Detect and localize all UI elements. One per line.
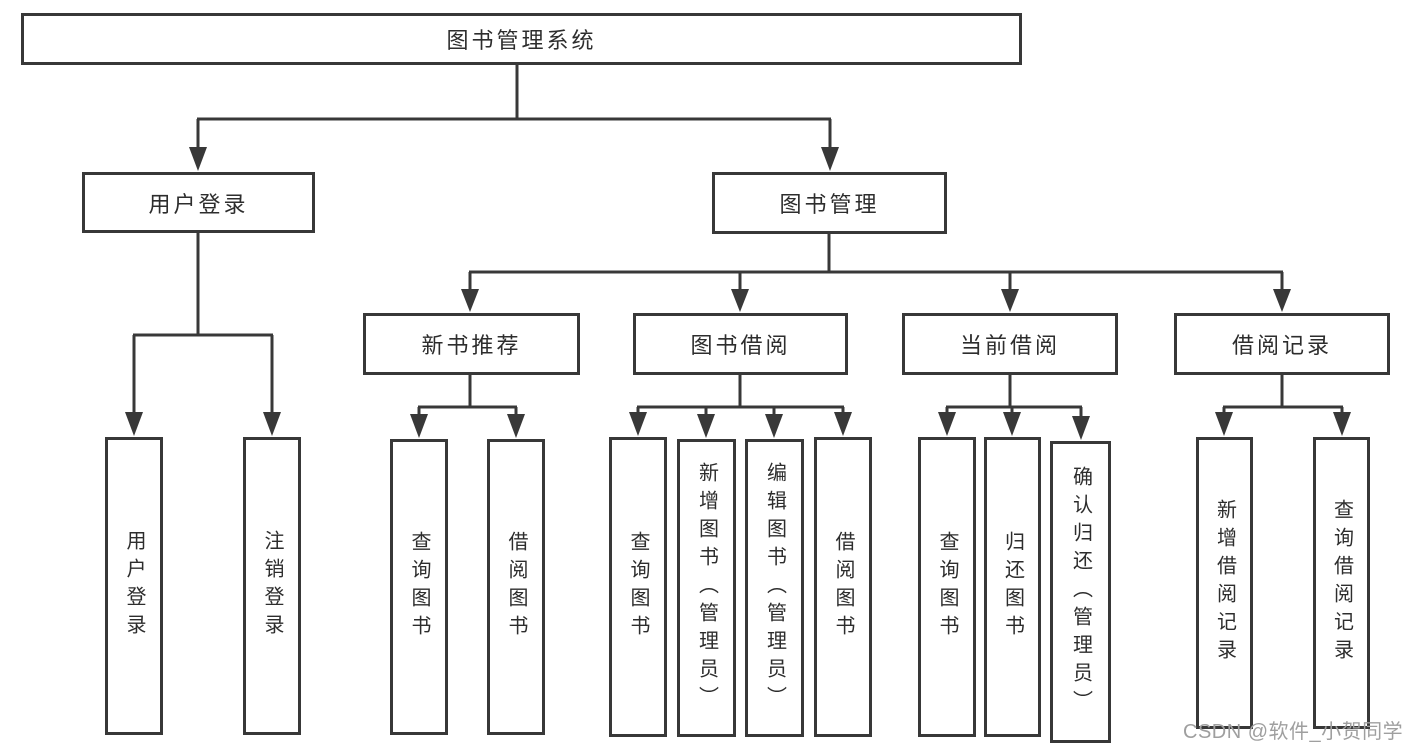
node-new-book-recommend: 新书推荐 xyxy=(363,313,580,375)
csdn-watermark: CSDN @软件_小贺同学 xyxy=(1183,721,1404,743)
leaf-edit-book-admin: 编辑图书（管理员） xyxy=(745,439,804,737)
node-user-login: 用户登录 xyxy=(82,172,315,233)
node-library-management-system: 图书管理系统 xyxy=(21,13,1022,65)
leaf-query-books-current: 查询图书 xyxy=(918,437,976,737)
leaf-return-book: 归还图书 xyxy=(984,437,1041,737)
leaf-borrow-books-borrow: 借阅图书 xyxy=(814,437,872,737)
leaf-confirm-return-admin: 确认归还（管理员） xyxy=(1050,441,1111,743)
leaf-user-login: 用户登录 xyxy=(105,437,163,735)
leaf-query-books-recommend: 查询图书 xyxy=(390,439,448,735)
leaf-add-borrow-record: 新增借阅记录 xyxy=(1196,437,1253,729)
node-borrow-records: 借阅记录 xyxy=(1174,313,1390,375)
node-current-borrow: 当前借阅 xyxy=(902,313,1118,375)
leaf-add-book-admin: 新增图书（管理员） xyxy=(677,439,736,737)
leaf-borrow-books-recommend: 借阅图书 xyxy=(487,439,545,735)
leaf-query-books-borrow: 查询图书 xyxy=(609,437,667,737)
leaf-logout: 注销登录 xyxy=(243,437,301,735)
node-book-management: 图书管理 xyxy=(712,172,947,234)
node-book-borrow: 图书借阅 xyxy=(633,313,848,375)
leaf-query-borrow-record: 查询借阅记录 xyxy=(1313,437,1370,729)
